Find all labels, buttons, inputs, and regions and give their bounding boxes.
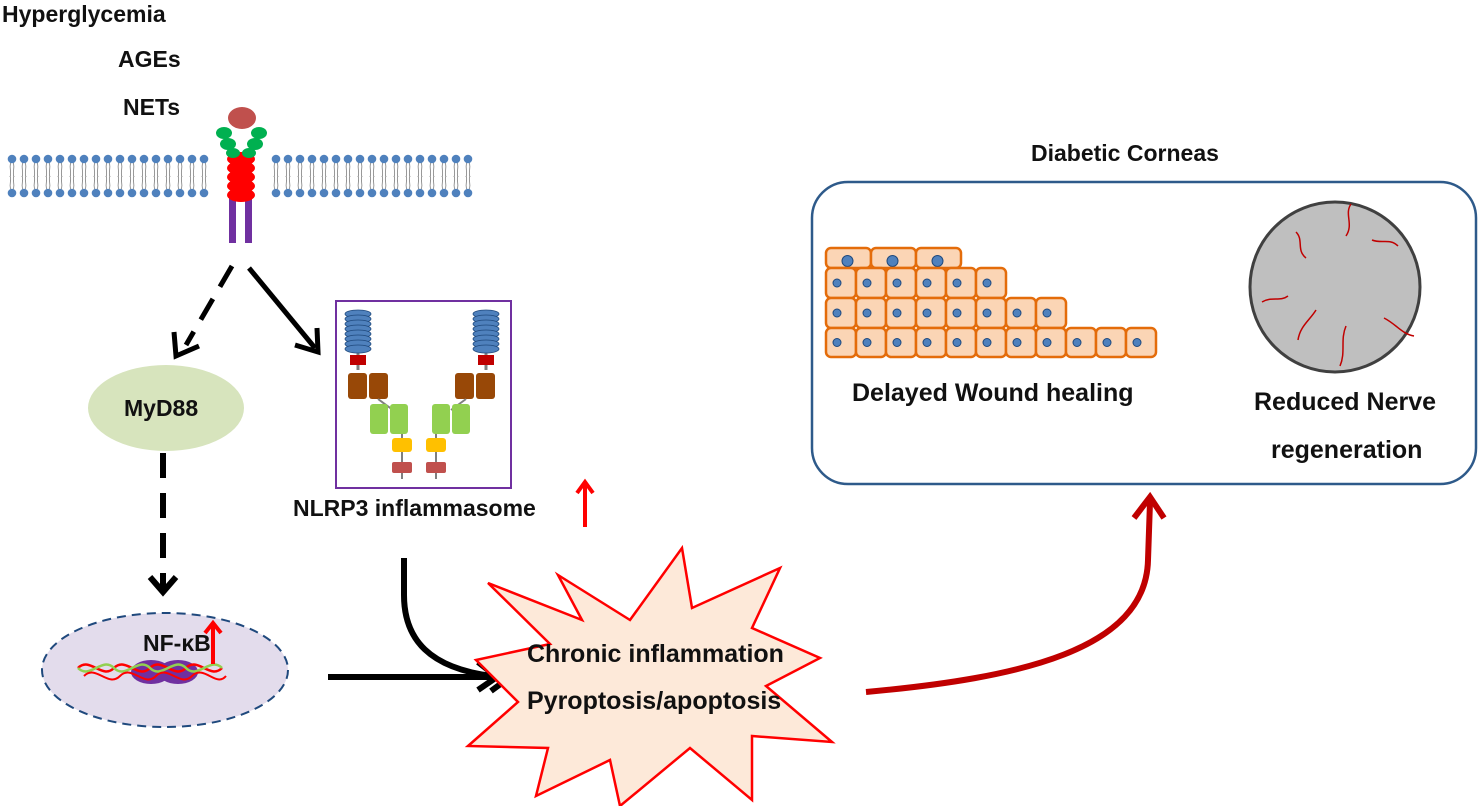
cornea-nerve-icon (1248, 200, 1422, 374)
wound-healing-label: Delayed Wound healing (852, 379, 1134, 407)
arrow-outcomes-to-cornea (865, 491, 1167, 695)
nfkb-label: NF-κB (143, 630, 211, 656)
receptor-icon (216, 107, 267, 243)
arrow-receptor-to-myd88 (171, 264, 235, 360)
box-title: Diabetic Corneas (1031, 140, 1219, 166)
myd88-label: MyD88 (124, 395, 199, 421)
myd88-node (88, 365, 244, 451)
nlrp3-up-arrow-icon (575, 478, 595, 527)
epithelial-cells-icon (824, 246, 1158, 359)
cell-membrane (7, 154, 473, 198)
arrow-receptor-to-nlrp3 (247, 266, 321, 356)
stimulus-ages: AGEs (118, 46, 181, 72)
stimulus-nets: NETs (123, 94, 181, 120)
nfkb-up-arrow-icon (203, 619, 223, 664)
outcome-burst (464, 544, 836, 806)
nerve-label-line2: regeneration (1271, 436, 1423, 464)
arrow-myd88-to-nfkb (147, 453, 179, 597)
outcome-chronic-inflammation: Chronic inflammation (527, 640, 784, 668)
stimulus-hyperglycemia: Hyperglycemia (2, 1, 166, 27)
nerve-label-line1: Reduced Nerve (1254, 388, 1437, 416)
nlrp3-inflammasome-icon (335, 300, 512, 489)
nucleus (41, 612, 289, 728)
ligand-icon (228, 107, 256, 129)
outcome-pyroptosis-apoptosis: Pyroptosis/apoptosis (527, 687, 782, 715)
nlrp3-label: NLRP3 inflammasome (293, 495, 536, 521)
arrow-nlrp3-to-outcomes (401, 558, 503, 693)
